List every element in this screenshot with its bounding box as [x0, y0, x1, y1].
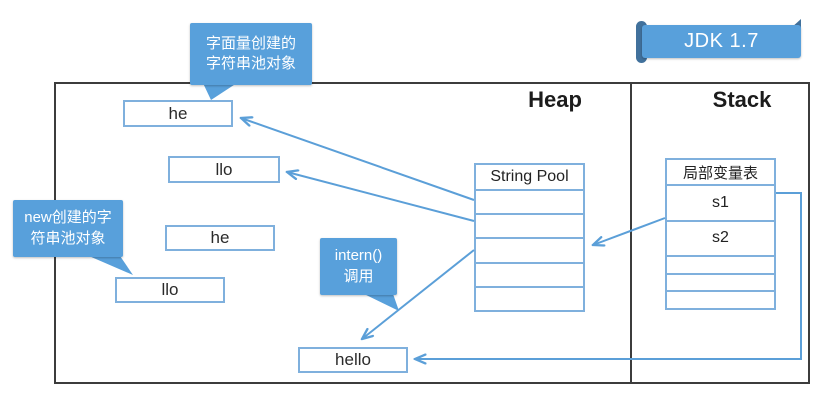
string-pool-row — [476, 215, 583, 240]
string-pool-table: String Pool — [474, 163, 585, 312]
heap-region-label: Heap — [528, 87, 582, 112]
local-variable-table-header: 局部变量表 — [667, 160, 774, 186]
jdk-banner-corner-notch — [791, 19, 801, 28]
callout-literal-line1: 字面量创建的 — [205, 34, 296, 52]
callout-intern-line2: 调用 — [343, 267, 374, 285]
heap-box-llo-literal: llo — [168, 156, 280, 183]
jdk-version-label: JDK 1.7 — [684, 30, 759, 52]
callout-new-pool-object: new创建的字 符串池对象 — [13, 200, 123, 257]
local-var-row — [667, 275, 774, 293]
string-pool-row — [476, 191, 583, 216]
callout-literal-pool-object: 字面量创建的 字符串池对象 — [190, 23, 312, 85]
local-variable-table: 局部变量表 s1 s2 — [665, 158, 776, 310]
callout-new-line1: new创建的字 — [24, 209, 112, 227]
jdk-banner-scroll-edge — [636, 21, 647, 63]
callout-new-line2: 符串池对象 — [30, 229, 106, 247]
jdk-version-banner: JDK 1.7 — [642, 25, 801, 58]
heap-box-hello: hello — [298, 347, 408, 373]
stack-region-label: Stack — [712, 87, 772, 112]
heap-box-he-literal: he — [123, 100, 233, 127]
callout-intern-call: intern() 调用 — [320, 238, 397, 295]
heap-box-he-new: he — [165, 225, 275, 251]
local-var-row — [667, 257, 774, 275]
heap-stack-divider — [630, 82, 632, 384]
heap-box-llo-new: llo — [115, 277, 225, 303]
local-var-row-s2: s2 — [667, 222, 774, 258]
local-var-row — [667, 292, 774, 308]
local-var-row-s1: s1 — [667, 186, 774, 222]
string-pool-row — [476, 288, 583, 310]
callout-intern-line1: intern() — [334, 247, 383, 265]
string-pool-row — [476, 264, 583, 288]
string-pool-row — [476, 239, 583, 264]
string-pool-header: String Pool — [476, 165, 583, 191]
callout-literal-line2: 字符串池对象 — [205, 55, 296, 72]
